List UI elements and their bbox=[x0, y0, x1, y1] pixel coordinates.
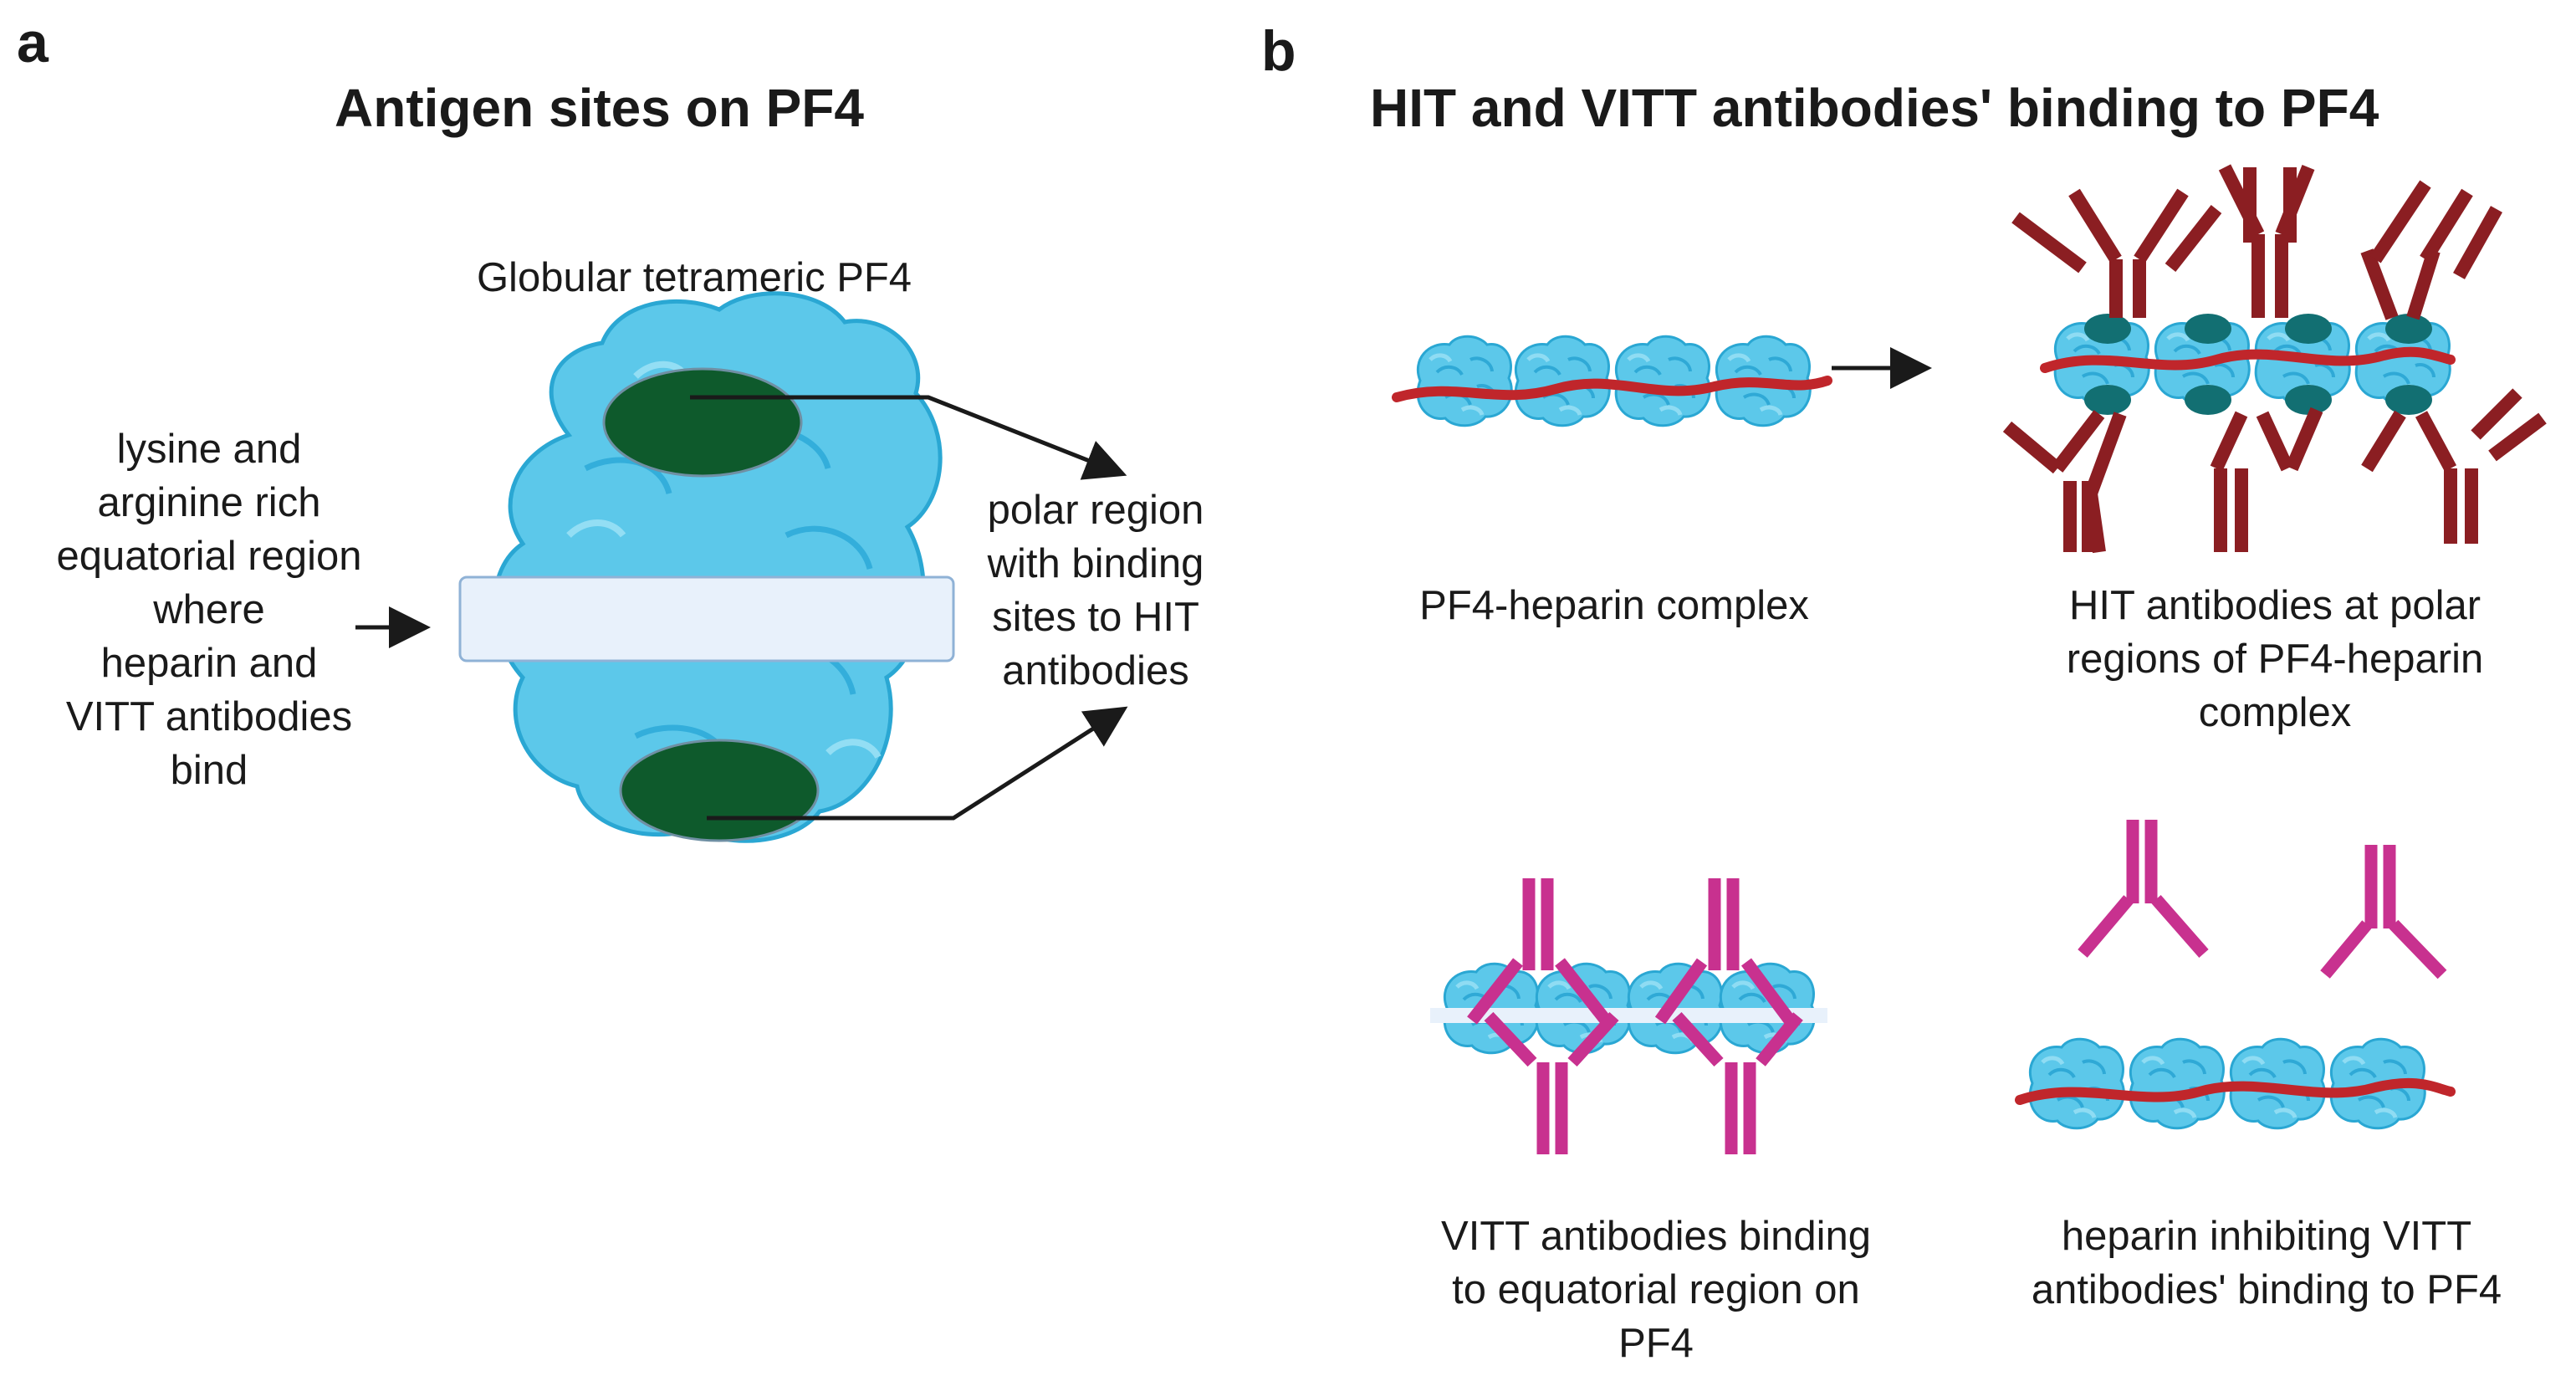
equatorial-label-line: equatorial region bbox=[56, 534, 362, 579]
panel-b-letter: b bbox=[1261, 19, 1296, 83]
pf4-heparin-complex bbox=[1392, 336, 1832, 426]
equatorial-label-line: heparin and bbox=[100, 641, 318, 686]
vitt-label-line: VITT antibodies binding bbox=[1441, 1214, 1871, 1259]
vitt-antibody-complex bbox=[1430, 878, 1827, 1154]
polar-label-line: antibodies bbox=[1002, 648, 1189, 693]
heparin-chain bbox=[1392, 376, 1832, 402]
inhibit-label-line: antibodies' binding to PF4 bbox=[2031, 1267, 2502, 1312]
hit-label-line: complex bbox=[2198, 690, 2352, 735]
polar-region-label: polar region with binding sites to HIT a… bbox=[953, 483, 1238, 698]
vitt-label-line: PF4 bbox=[1618, 1321, 1694, 1366]
equatorial-band bbox=[458, 575, 955, 662]
pf4-heparin-complex-label: PF4-heparin complex bbox=[1419, 583, 1809, 628]
hit-antibody-complex bbox=[2002, 164, 2547, 554]
polar-label-line: sites to HIT bbox=[992, 595, 1199, 640]
panel-b-title: HIT and VITT antibodies' binding to PF4 bbox=[1370, 78, 2379, 138]
panel-a-letter: a bbox=[17, 11, 49, 74]
panel-a-title: Antigen sites on PF4 bbox=[335, 78, 864, 138]
equatorial-label-line: VITT antibodies bbox=[65, 694, 353, 739]
equatorial-label-line: lysine and bbox=[116, 427, 302, 472]
inhibit-label-line: heparin inhibiting VITT bbox=[2061, 1214, 2472, 1259]
globular-pf4-label: Globular tetrameric PF4 bbox=[476, 255, 912, 300]
vitt-antibodies-label: VITT antibodies binding to equatorial re… bbox=[1372, 1210, 1940, 1370]
hit-antibodies-label: HIT antibodies at polar regions of PF4-h… bbox=[1991, 579, 2559, 739]
vitt-label-line: to equatorial region on bbox=[1452, 1267, 1860, 1312]
equatorial-region-label: lysine and arginine rich equatorial regi… bbox=[17, 422, 401, 797]
heparin-inhibition-label: heparin inhibiting VITT antibodies' bind… bbox=[1974, 1210, 2559, 1317]
top-polar-arrow bbox=[690, 395, 1127, 480]
bottom-polar-arrow bbox=[707, 706, 1128, 821]
hit-label-line: HIT antibodies at polar bbox=[2068, 583, 2481, 628]
bottom-polar-region bbox=[619, 739, 820, 842]
hit-label-line: regions of PF4-heparin bbox=[2066, 637, 2484, 682]
equatorial-label-line: bind bbox=[170, 748, 248, 793]
polar-label-line: polar region bbox=[987, 488, 1204, 533]
heparin-inhibition-complex bbox=[2015, 820, 2456, 1128]
top-polar-region bbox=[602, 367, 803, 478]
polar-label-line: with binding bbox=[987, 541, 1204, 586]
equatorial-label-line: arginine rich bbox=[97, 480, 321, 525]
equatorial-label-line: where bbox=[153, 587, 265, 632]
